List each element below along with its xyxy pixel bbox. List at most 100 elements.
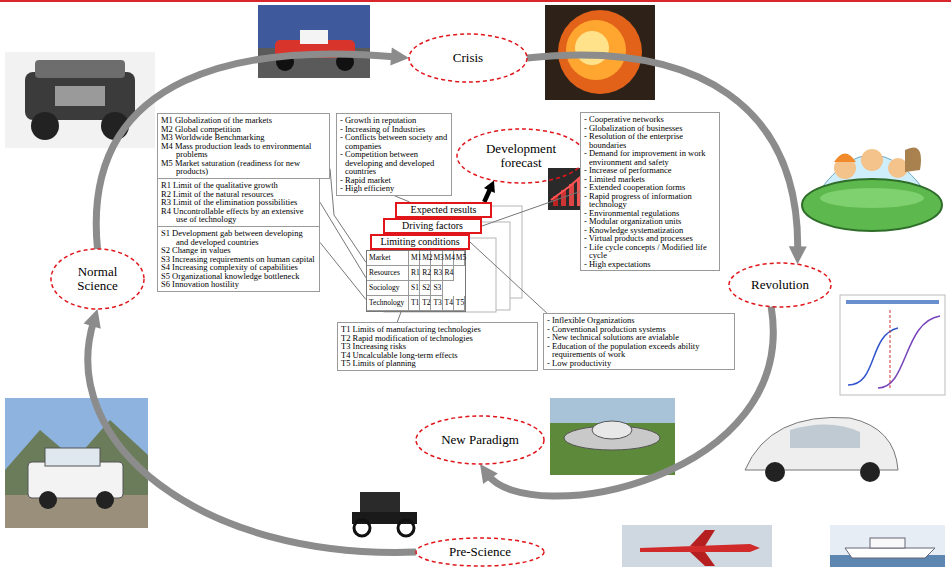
stage-ellipse: New Paradigm (415, 415, 545, 465)
car-photo (5, 495, 148, 528)
car-photo (5, 420, 148, 528)
box-text: - Increase of performance (584, 166, 716, 175)
table-cell: Sociology (367, 281, 409, 296)
engine-photo (35, 60, 125, 78)
box-text: M2 Global competition (161, 125, 326, 134)
box-text: - Resolution of the enterprise boundarie… (584, 132, 716, 149)
box-text: - Inflexible Organizations (547, 316, 731, 325)
curve-chart-image (840, 295, 945, 395)
box-text: T2 Rapid modification of technologies (341, 334, 534, 343)
box-text: - Limited markets (584, 175, 716, 184)
box-text: - Conflicts between society and companie… (340, 133, 448, 150)
ellipse-label: Crisis (453, 51, 483, 65)
list-box: - Cooperative networks- Globalization of… (580, 112, 720, 271)
arrow-head (484, 180, 495, 192)
connector-line (482, 192, 580, 227)
table-cell: T5 (454, 296, 465, 311)
box-text: - Growth in reputation (340, 116, 448, 125)
ellipse-label: Revolution (751, 278, 809, 292)
tab-label: Expected results (411, 205, 477, 215)
cartoon-saucer (800, 110, 945, 240)
concept-car-photo (735, 398, 905, 500)
box-text: - High expectations (584, 260, 716, 269)
racing-photo (300, 30, 328, 44)
box-text: R4 Uncontrollable effects by an extensiv… (161, 207, 316, 224)
table-cell: Resources (367, 266, 409, 281)
box-text: R3 Limit of the elimination possibilitie… (161, 198, 316, 207)
curve-chart-image (840, 295, 945, 395)
engine-photo (31, 112, 59, 140)
table-cell: Technology (367, 296, 409, 311)
ellipse-outline (416, 538, 544, 566)
stage-ellipse: Normal Science (50, 248, 145, 310)
ellipse-outline (457, 129, 585, 183)
stage-ellipse: Pre-Science (415, 537, 545, 567)
table-cell: S1 (409, 281, 420, 296)
factor-box: M1 Globalization of the marketsM2 Global… (157, 113, 330, 179)
box-text: S5 Organizational knowledge bottleneck (161, 272, 316, 281)
table-cell: M4 (443, 251, 454, 266)
ellipse-label: Pre-Science (449, 545, 511, 559)
concept-car-photo (860, 462, 880, 482)
flying-saucer-photo (592, 421, 632, 439)
box-text: M3 Worldwide Benchmarking (161, 133, 326, 142)
concept-car-photo (765, 462, 785, 482)
concept-car-photo (790, 424, 860, 448)
table-cell: R3 (431, 266, 442, 281)
connector (527, 55, 807, 264)
car-photo (5, 398, 148, 528)
table-cell: T1 (409, 296, 420, 311)
cartoon-saucer (820, 188, 924, 208)
arrow-head (789, 246, 807, 264)
table-cell: T2 (420, 296, 431, 311)
box-text: T4 Uncalculable long-term effects (341, 351, 534, 360)
car-photo (5, 398, 148, 528)
box-text: M1 Globalization of the markets (161, 116, 326, 125)
car-photo (45, 448, 100, 466)
boat-photo (870, 538, 905, 548)
cartoon-saucer (905, 148, 921, 173)
flying-saucer-photo (550, 398, 675, 475)
stage-ellipse: Revolution (728, 262, 832, 308)
aircraft-photo (690, 552, 715, 566)
box-text: - Knowledge systematization (584, 226, 716, 235)
connector (320, 242, 366, 299)
flying-saucer-photo (550, 398, 675, 423)
box-text: T5 Limits of planning (341, 359, 534, 368)
aircraft-photo (622, 525, 772, 567)
table-cell: M1 (409, 251, 420, 266)
box-text: - New technical solutions are avialable (547, 333, 731, 342)
table-cell: T4 (443, 296, 454, 311)
ellipse-label: Normal Science (68, 265, 128, 294)
curve-chart-image (878, 316, 940, 388)
model-t-photo (360, 492, 400, 514)
aircraft-photo (622, 525, 772, 567)
car-photo (96, 491, 114, 509)
model-t-photo (345, 485, 423, 540)
box-text: S6 Innovation hostility (161, 280, 316, 289)
boat-photo (830, 525, 945, 567)
box-text: - Extended cooperation forms (584, 183, 716, 192)
tab-label: Limiting conditions (380, 237, 459, 247)
concept-car-photo (745, 417, 898, 470)
box-text: M5 Market saturation (readiness for new … (161, 159, 326, 176)
boat-photo (830, 525, 945, 567)
box-text: - Increasing of Industries (340, 125, 448, 134)
box-text: S4 Increasing complexity of capabilities (161, 263, 316, 272)
table-cell: M3 (431, 251, 442, 266)
ellipse-outline (51, 249, 144, 309)
box-text: T3 Increasing risks (341, 342, 534, 351)
box-text: - High efficieny (340, 184, 448, 193)
matrix-table: MarketM1M2M3M4M5ResourcesR1R2R3R4Sociolo… (366, 250, 466, 312)
aircraft-photo (690, 530, 715, 546)
model-t-photo (352, 512, 417, 524)
box-text: R2 Limit of the natural resources (161, 190, 316, 199)
arrow-head (390, 47, 409, 65)
tab-box: Expected results (395, 202, 492, 218)
table-cell: R1 (409, 266, 420, 281)
list-box: - Growth in reputation- Increasing of In… (336, 113, 452, 196)
ellipse-label: New Paradigm (441, 433, 519, 447)
engine-photo (55, 86, 105, 106)
ellipse-outline (729, 263, 831, 307)
box-text: - Demand for improvement in work environ… (584, 149, 716, 166)
